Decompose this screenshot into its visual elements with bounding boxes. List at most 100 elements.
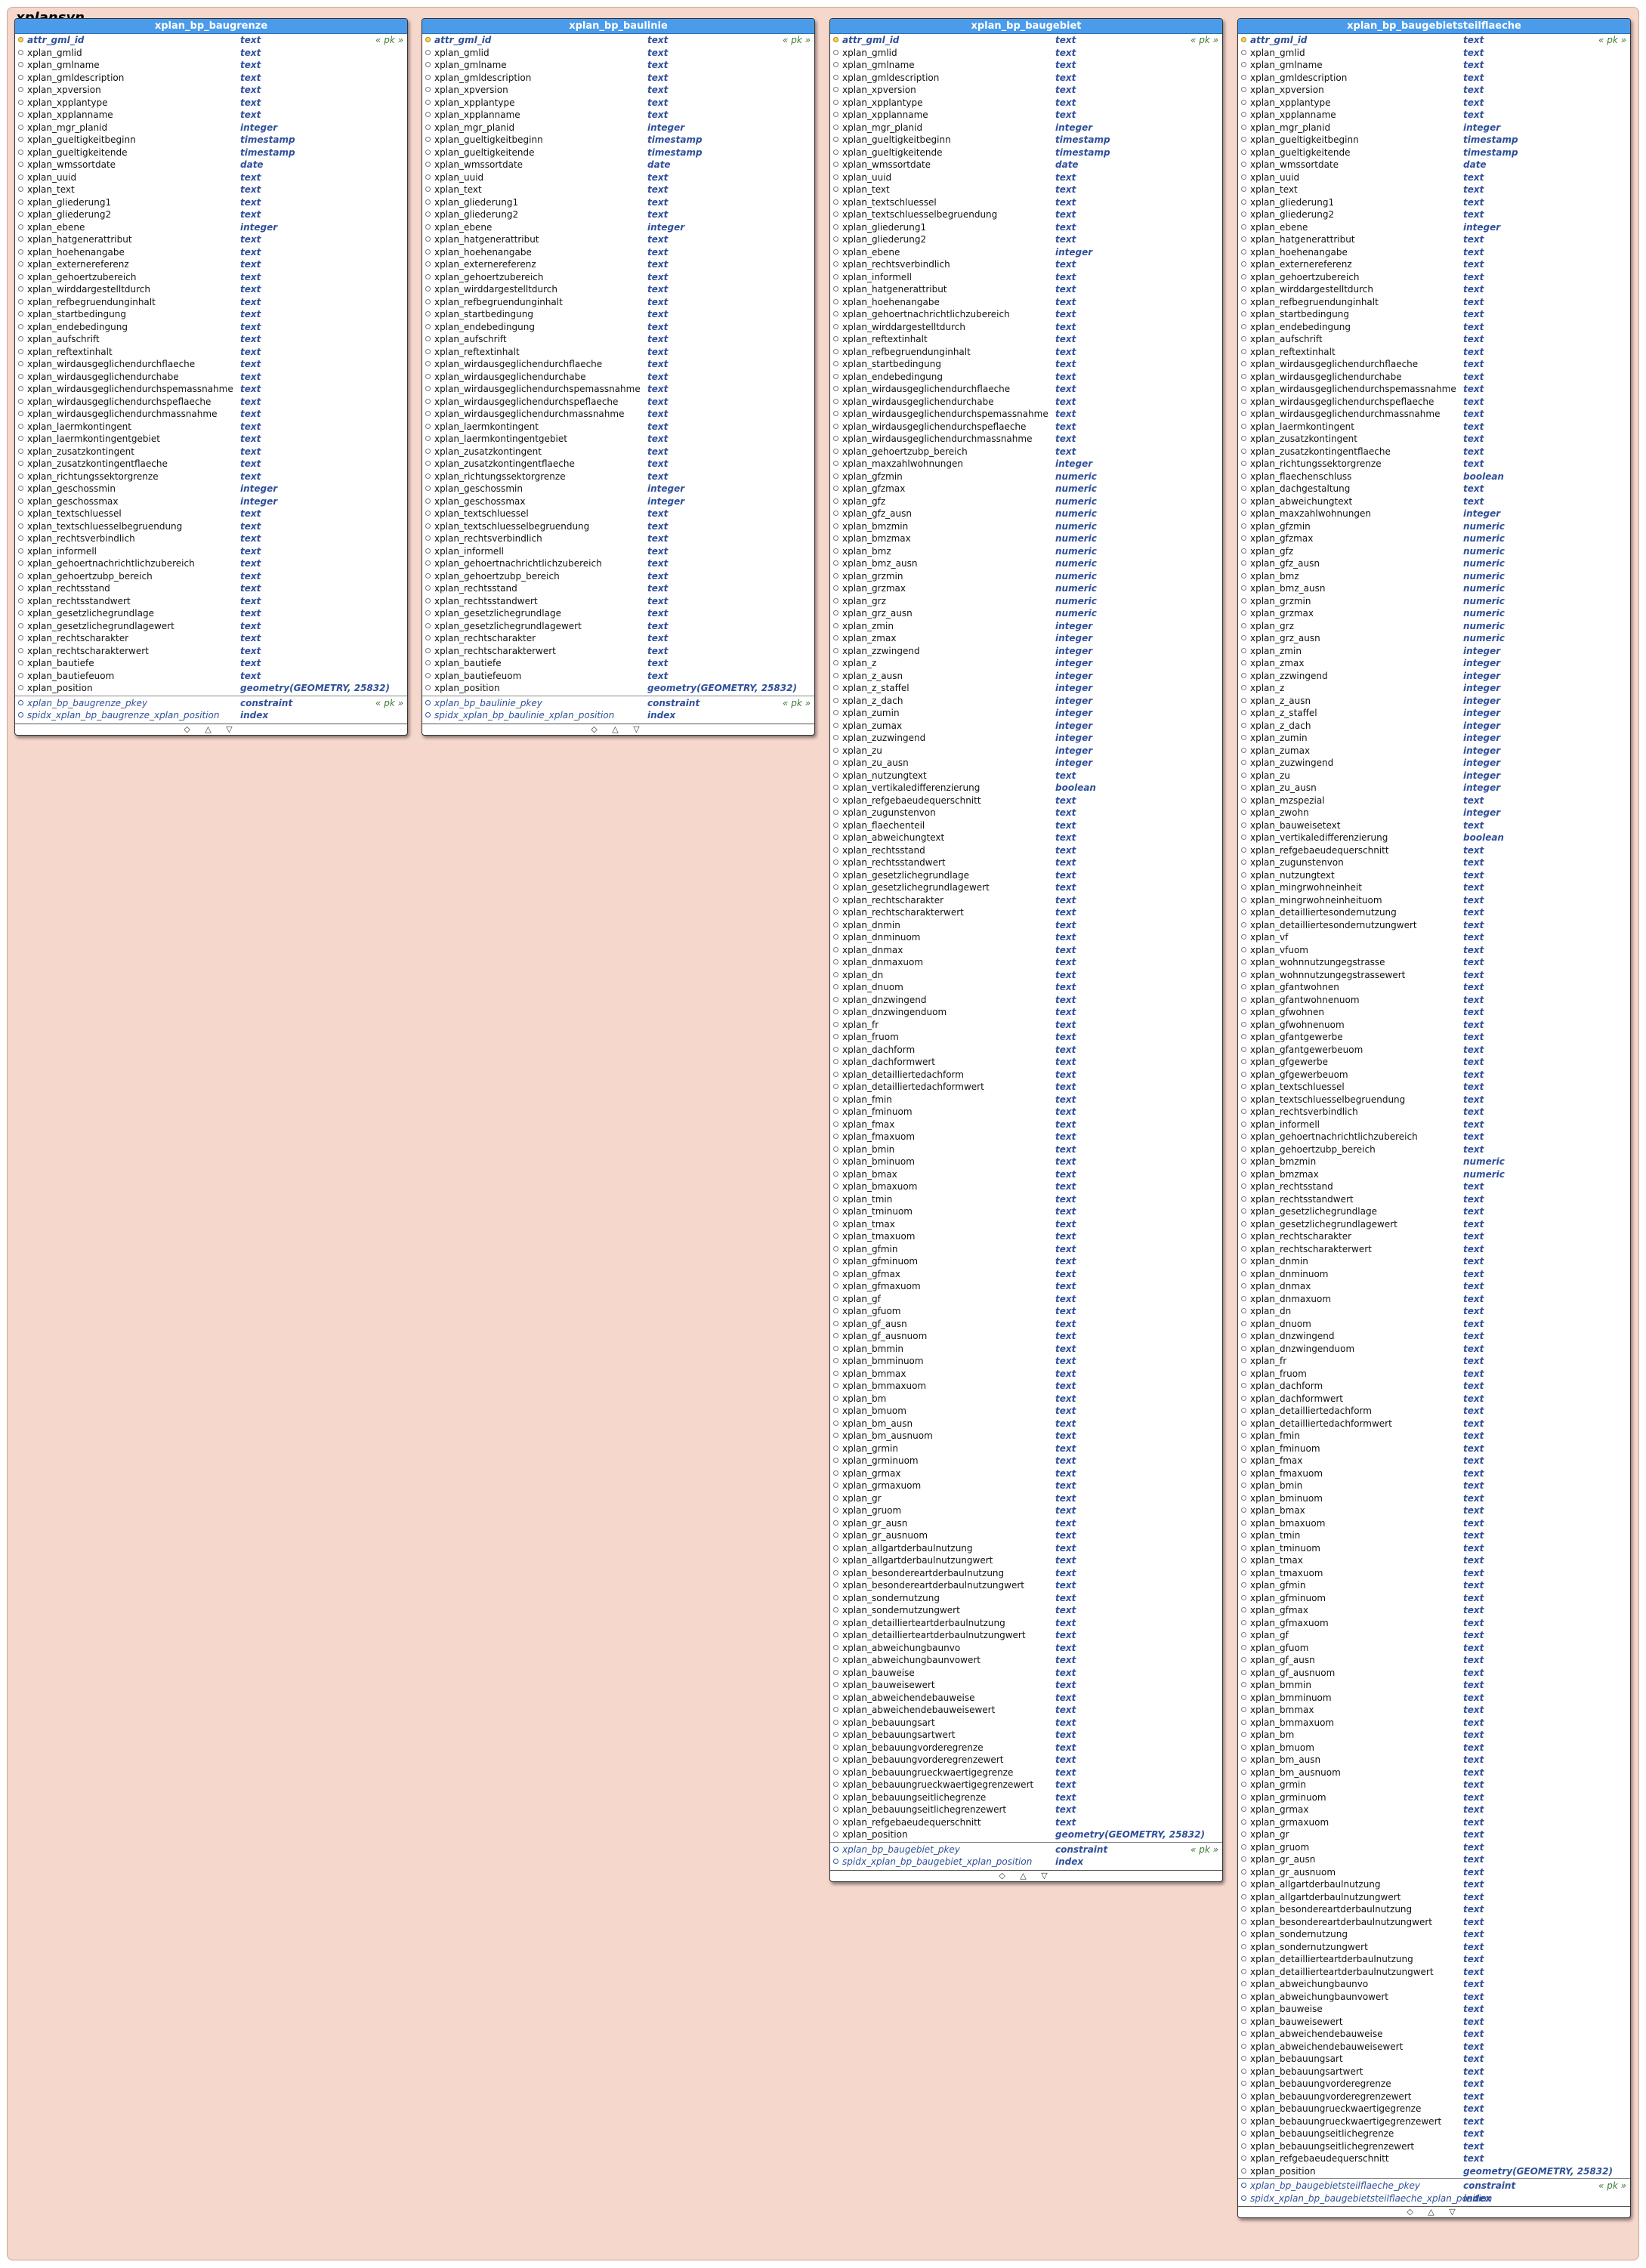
table-footer-controls[interactable]: ◇ △ ▽ xyxy=(830,1869,1222,1881)
